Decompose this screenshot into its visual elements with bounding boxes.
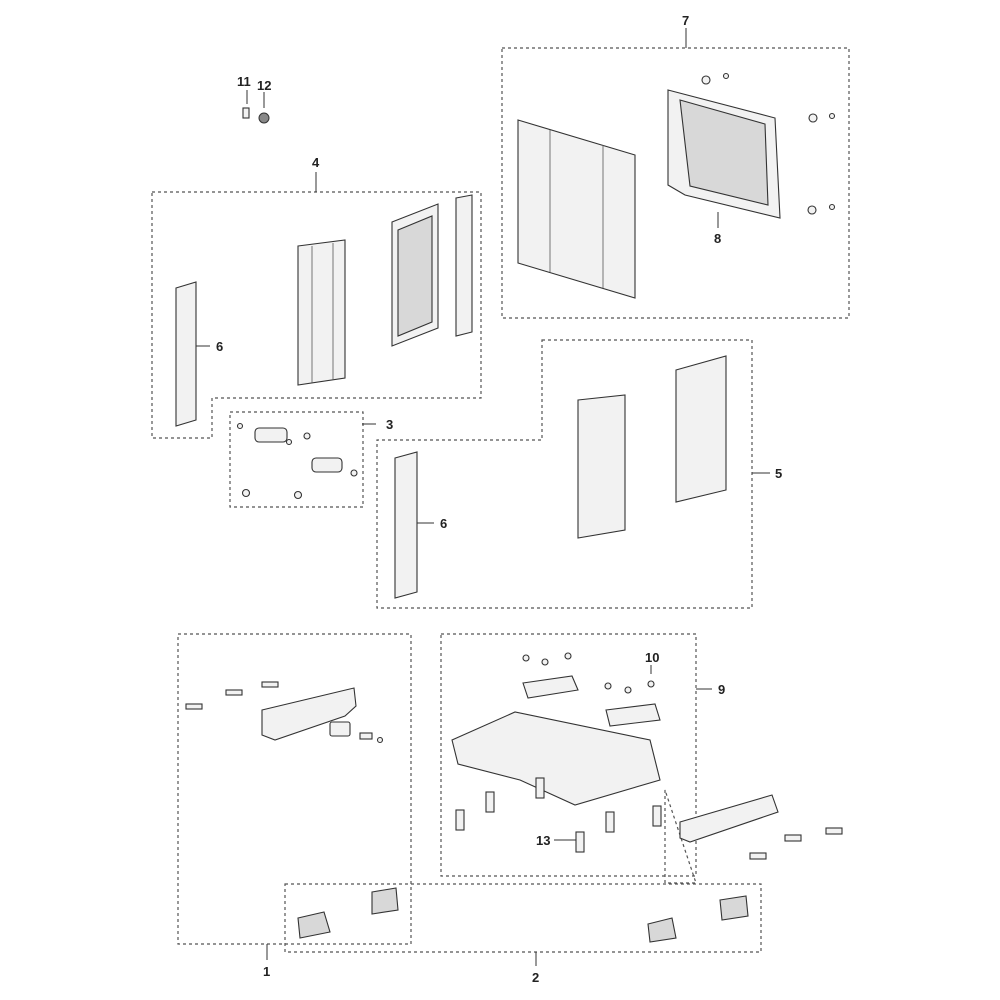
edge-profile — [455, 194, 473, 337]
callout-11: 11 — [237, 74, 251, 89]
vent-panel-mesh — [397, 215, 433, 337]
group-4-boundary — [151, 191, 482, 439]
callout-13: 13 — [536, 833, 551, 848]
callout-1: 1 — [263, 964, 271, 979]
right-cradle — [679, 794, 779, 843]
callout-7: 7 — [682, 13, 690, 28]
group-9-boundary — [440, 633, 697, 877]
leader-lines — [194, 28, 770, 966]
callout-5: 5 — [775, 466, 783, 481]
front-panel — [577, 394, 626, 539]
callout-10: 10 — [645, 650, 660, 665]
fastener-11-12 — [242, 107, 270, 124]
rear-panel — [675, 355, 727, 503]
part-group-2 — [297, 887, 749, 943]
foot-3 — [647, 917, 677, 943]
left-cradle — [261, 687, 357, 741]
callout-12: 12 — [257, 78, 272, 93]
corner-profile-left — [175, 281, 197, 427]
corner-profile-right — [394, 451, 418, 599]
group-1-boundary — [177, 633, 412, 945]
part-group-7 — [517, 72, 836, 299]
grille-mesh — [679, 99, 769, 206]
part-group-3 — [236, 422, 358, 500]
group-7-boundary — [501, 47, 850, 319]
callout-6-upper: 6 — [216, 339, 224, 354]
group-9-extension-boundary — [664, 789, 697, 884]
callout-2: 2 — [532, 970, 540, 985]
group-boundaries — [151, 47, 850, 953]
side-panel — [517, 119, 636, 299]
channel-profile — [297, 239, 346, 386]
plate-left — [522, 675, 579, 699]
right-cradle-assembly — [679, 794, 843, 860]
part-group-5 — [394, 355, 727, 599]
callout-3: 3 — [386, 417, 394, 432]
callout-8: 8 — [714, 231, 722, 246]
plate-right — [605, 703, 661, 727]
callout-9: 9 — [718, 682, 726, 697]
part-group-9 — [451, 652, 662, 853]
foot-2 — [371, 887, 399, 915]
callout-4: 4 — [312, 155, 320, 170]
part-group-4 — [175, 194, 473, 427]
base-frame — [451, 711, 661, 806]
group-2-boundary — [284, 883, 762, 953]
foot-4 — [719, 895, 749, 921]
callout-6-lower: 6 — [440, 516, 448, 531]
foot-1 — [297, 911, 331, 939]
group-3-boundary — [229, 411, 364, 508]
group-5-boundary — [376, 339, 753, 609]
part-group-1 — [185, 681, 384, 744]
